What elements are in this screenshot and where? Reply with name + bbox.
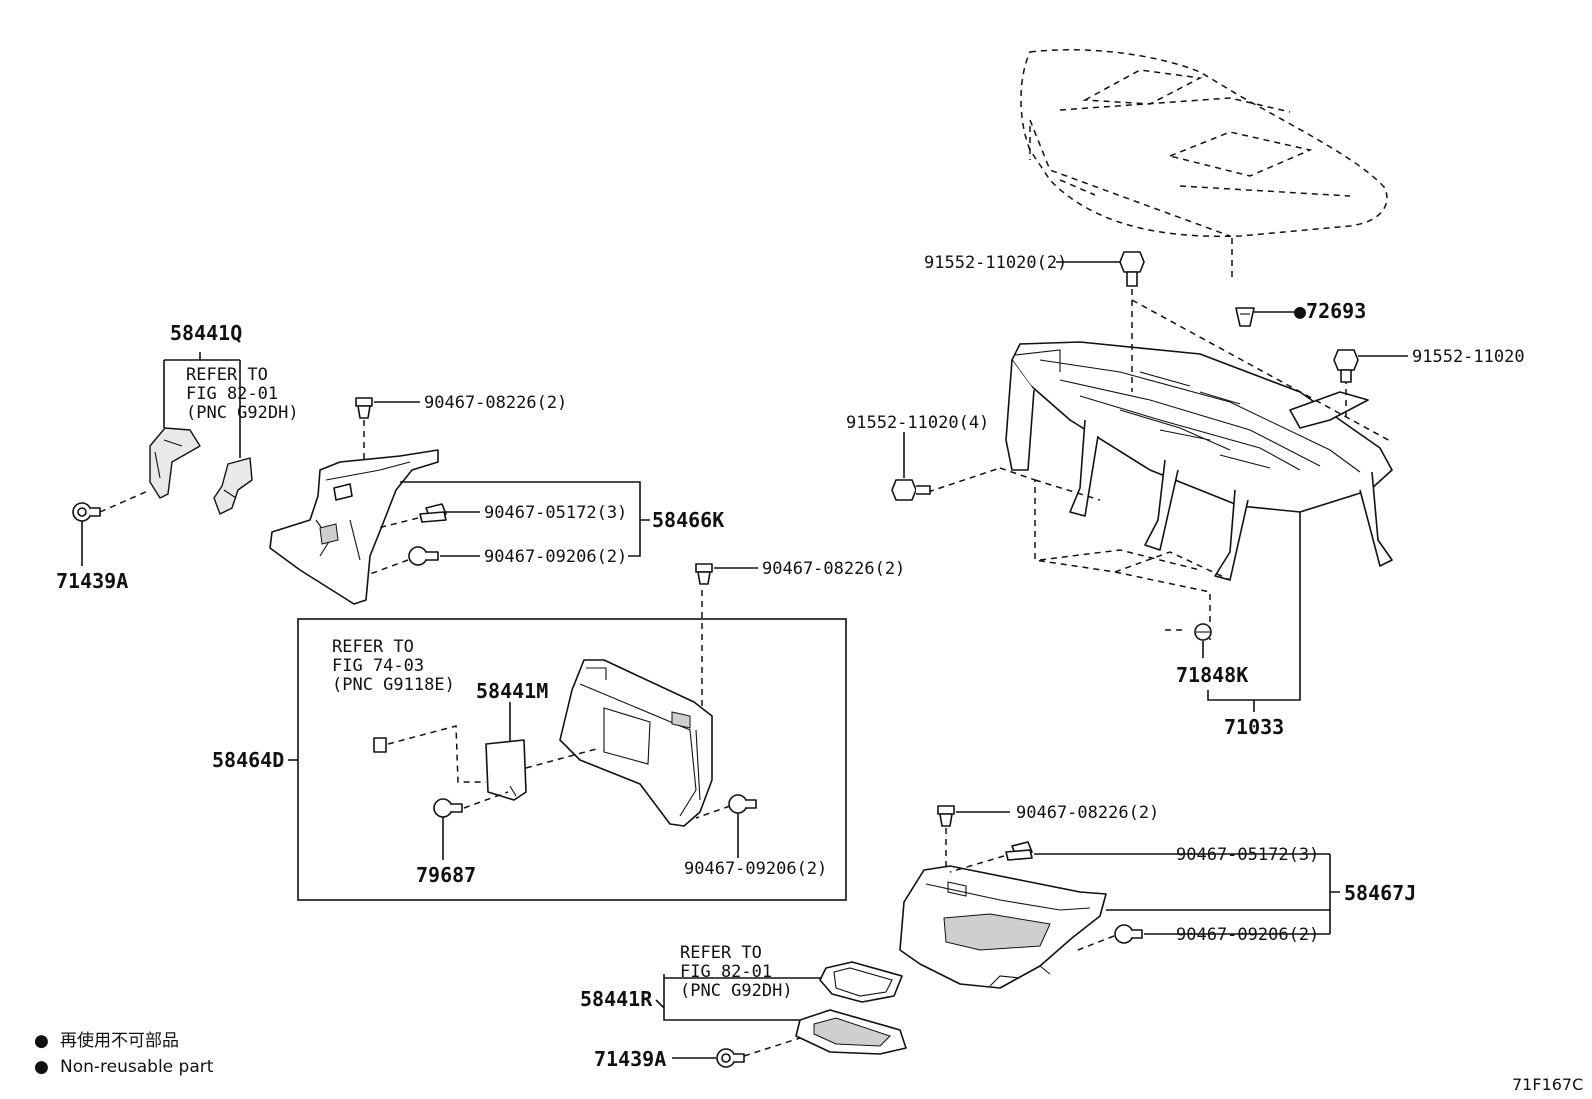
callout-90467-05172-a[interactable]: 90467-05172(3)	[484, 503, 627, 523]
bolt-91552-11020-top[interactable]	[1119, 251, 1145, 287]
clip-90467-08226-a[interactable]	[355, 397, 373, 419]
ref-58464D-line2: FIG 74-03	[332, 656, 424, 676]
cover-58441R-upper	[819, 961, 903, 1003]
ref-58441R-line3: (PNC G92DH)	[680, 981, 793, 1001]
callout-90467-08226-b[interactable]: 90467-08226(2)	[762, 559, 905, 579]
callout-71033[interactable]: 71033	[1224, 715, 1284, 739]
ref-58464D-line3: (PNC G9118E)	[332, 675, 455, 695]
callout-79687[interactable]: 79687	[416, 863, 476, 887]
callout-71848K[interactable]: 71848K	[1176, 663, 1248, 687]
guide-79687	[463, 791, 509, 809]
callout-58441R[interactable]: 58441R	[580, 987, 653, 1011]
trim-58466K	[269, 449, 439, 605]
callout-90467-09206-b[interactable]: 90467-09206(2)	[684, 859, 827, 879]
callout-91552-11020-4[interactable]: 91552-11020(4)	[846, 413, 989, 433]
callout-90467-09206-c[interactable]: 90467-09206(2)	[1176, 925, 1319, 945]
screw-79687[interactable]	[433, 798, 463, 818]
ref-58464D-line1: REFER TO	[332, 637, 414, 657]
clip-71439A-left[interactable]	[72, 502, 101, 522]
clip-90467-05172-b[interactable]	[1005, 841, 1033, 861]
leader-lines	[81, 261, 1408, 1059]
clip-90467-05172-a[interactable]	[419, 503, 447, 523]
callout-90467-08226-a[interactable]: 90467-08226(2)	[424, 393, 567, 413]
callout-90467-08226-c[interactable]: 90467-08226(2)	[1016, 803, 1159, 823]
guide-tag	[387, 725, 486, 783]
seat-cushion-outline	[1020, 49, 1388, 278]
clip-90467-09206-c[interactable]	[1114, 924, 1143, 944]
legend-bullet-en: ●	[34, 1057, 49, 1077]
ref-58441R-line2: FIG 82-01	[680, 962, 772, 982]
guide-09206-c	[1077, 935, 1115, 951]
clip-71848K[interactable]	[1194, 623, 1212, 641]
callout-58441M[interactable]: 58441M	[476, 679, 548, 703]
frame-guide-lines	[927, 278, 1393, 640]
guide-05172-b	[949, 855, 1005, 873]
callout-71439A-bottom[interactable]: 71439A	[594, 1047, 666, 1071]
callout-58464D[interactable]: 58464D	[212, 748, 284, 772]
guide-05172-a	[377, 517, 419, 529]
guide-58441M	[525, 747, 601, 769]
clip-90467-09206-a[interactable]	[408, 546, 439, 566]
legend-bullet-jp: ●	[34, 1031, 49, 1051]
clip-72693[interactable]	[1235, 307, 1255, 327]
clip-90467-08226-c[interactable]	[937, 805, 955, 827]
trim-58467J	[899, 865, 1107, 989]
bolt-91552-11020-right[interactable]	[1333, 349, 1359, 383]
board-58464D	[559, 659, 713, 827]
legend-text-en: Non-reusable part	[60, 1057, 214, 1077]
bolt-91552-11020-left[interactable]	[891, 479, 931, 501]
clip-90467-08226-b[interactable]	[695, 563, 713, 585]
callout-91552-11020-2[interactable]: 91552-11020(2)	[924, 253, 1067, 273]
callout-72693[interactable]: ●72693	[1294, 299, 1366, 323]
ref-58441Q-line3: (PNC G92DH)	[186, 403, 299, 423]
callout-58466K[interactable]: 58466K	[652, 508, 724, 532]
legend: ● 再使用不可部品 ● Non-reusable part	[34, 1030, 214, 1077]
guide-71439A-left	[99, 489, 151, 513]
legend-text-jp: 再使用不可部品	[60, 1030, 179, 1051]
seat-frame-71033	[1005, 341, 1393, 581]
callout-90467-05172-b[interactable]: 90467-05172(3)	[1176, 845, 1319, 865]
callout-58441Q[interactable]: 58441Q	[170, 321, 242, 345]
callout-91552-11020[interactable]: 91552-11020	[1412, 347, 1525, 367]
figure-id: 71F167C	[1512, 1075, 1583, 1094]
callout-58467J[interactable]: 58467J	[1344, 881, 1416, 905]
guide-09206-a	[369, 559, 409, 575]
ref-58441Q-line1: REFER TO	[186, 365, 268, 385]
cover-58441R-lower	[795, 1009, 907, 1055]
ref-58441Q-line2: FIG 82-01	[186, 384, 278, 404]
callout-90467-09206-a[interactable]: 90467-09206(2)	[484, 547, 627, 567]
clip-71439A-bottom[interactable]	[716, 1048, 745, 1068]
trim-58441Q	[149, 427, 253, 515]
cover-58441M	[485, 739, 527, 801]
ref-58441R-line1: REFER TO	[680, 943, 762, 963]
clip-90467-09206-b[interactable]	[728, 794, 757, 814]
tag-g9118e	[373, 737, 387, 753]
callout-71439A-left[interactable]: 71439A	[56, 569, 128, 593]
guide-71439A-bottom	[743, 1037, 801, 1057]
